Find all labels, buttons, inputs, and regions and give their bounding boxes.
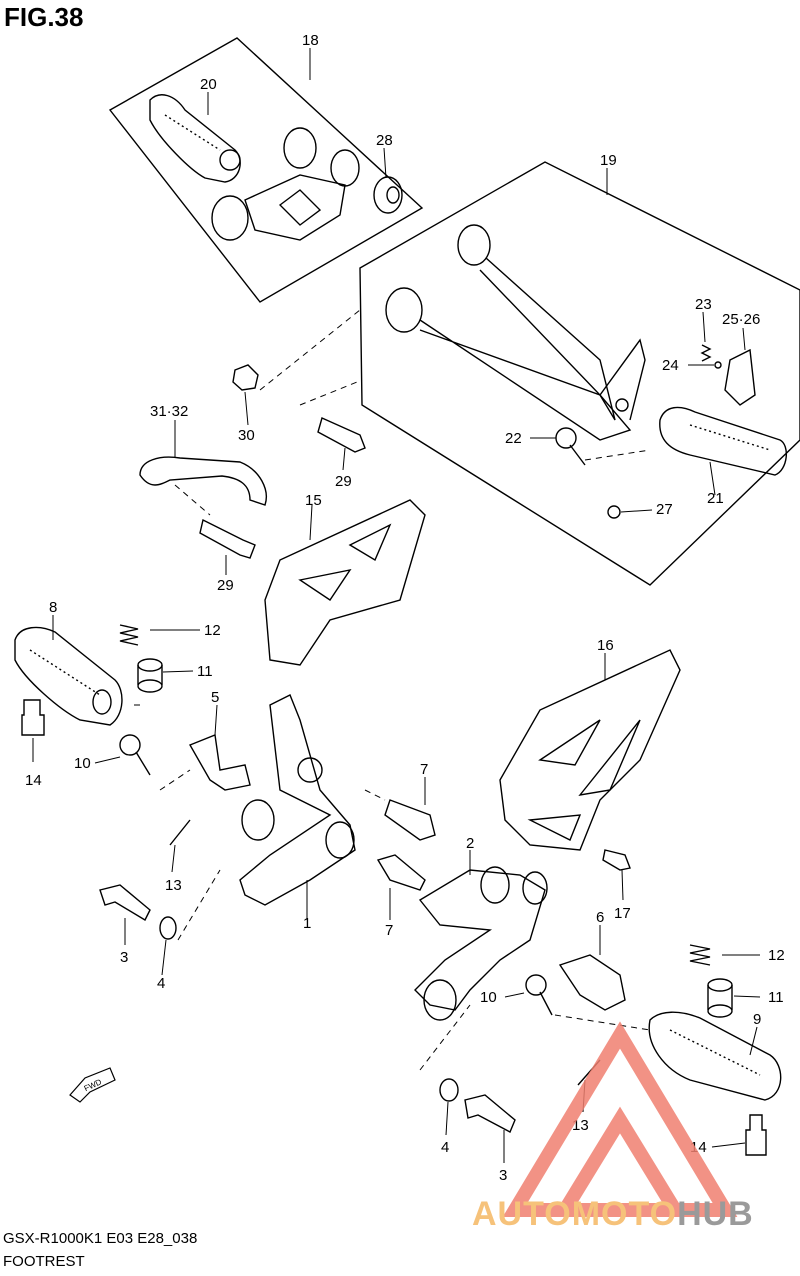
watermark-text-part1: AUTOMOTO	[472, 1195, 678, 1233]
part-30-nut	[232, 364, 259, 391]
part-11-collar-a	[137, 658, 163, 693]
callout-7-b: 7	[385, 922, 393, 939]
part-12-spring-a	[119, 624, 139, 646]
part-28-collar	[373, 176, 403, 214]
callout-8: 8	[49, 599, 57, 616]
part-3-bolt-a	[99, 884, 151, 921]
callout-3-a: 3	[120, 949, 128, 966]
callout-13-a: 13	[165, 877, 182, 894]
part-10-pin-b	[525, 974, 553, 1016]
callout-12-b: 12	[768, 947, 785, 964]
callout-labels: 18 20 28 19 23 25·26 24 22 21 27 30 29 3…	[25, 32, 785, 1184]
callout-22: 22	[505, 430, 522, 447]
part-7-bolt-a	[384, 799, 436, 841]
part-16-heel-guard	[499, 649, 681, 851]
model-code: GSX-R1000K1 E03 E28_038	[3, 1230, 198, 1247]
part-17-screw	[602, 849, 631, 871]
part-12-spring-b	[689, 944, 711, 966]
callout-15: 15	[305, 492, 322, 509]
callout-11-b: 11	[768, 989, 784, 1006]
assembly-box-18	[108, 37, 424, 303]
part-22-pin	[555, 427, 586, 466]
part-6-shaft	[558, 954, 626, 1011]
callout-20: 20	[200, 76, 217, 93]
part-9-footpeg	[648, 1011, 782, 1101]
section-title: FOOTREST	[3, 1253, 85, 1270]
callout-19: 19	[600, 152, 617, 169]
callout-25-26: 25·26	[722, 311, 760, 328]
callout-29-b: 29	[217, 577, 234, 594]
callout-11-a: 11	[197, 663, 213, 680]
figure-title: FIG.38	[4, 2, 84, 32]
watermark-logo	[502, 1021, 738, 1217]
callout-18: 18	[302, 32, 319, 49]
part-5-shaft	[188, 734, 251, 791]
callout-2: 2	[466, 835, 474, 852]
part-29-bolt-a	[317, 417, 366, 453]
watermark-text-part2: HUB	[677, 1195, 754, 1233]
callout-5: 5	[211, 689, 219, 706]
part-18-bracket	[211, 127, 360, 241]
part-19-bracket	[385, 224, 646, 441]
part-4-washer-b	[439, 1078, 459, 1102]
part-13-pin-a	[169, 819, 191, 846]
part-14-nut-b	[745, 1114, 767, 1156]
callout-12-a: 12	[204, 622, 221, 639]
callout-29-a: 29	[335, 473, 352, 490]
fwd-arrow	[69, 1067, 116, 1103]
part-4-washer-a	[159, 916, 177, 940]
part-11-collar-b	[707, 978, 733, 1018]
callout-28: 28	[376, 132, 393, 149]
part-21-footpeg	[659, 406, 787, 476]
part-24-ball	[714, 361, 722, 369]
callout-21: 21	[707, 490, 724, 507]
callout-23: 23	[695, 296, 712, 313]
callout-7-a: 7	[420, 761, 428, 778]
part-20-footpeg	[149, 94, 241, 183]
callout-10-a: 10	[74, 755, 91, 772]
part-29-bolt-b	[199, 518, 256, 559]
part-25-plate	[724, 348, 756, 406]
callout-27: 27	[656, 501, 673, 518]
callout-3-b: 3	[499, 1167, 507, 1184]
part-14-nut-a	[21, 699, 45, 736]
watermark-text: AUTOMOTOHUB	[472, 1195, 754, 1234]
callout-31-32: 31·32	[150, 403, 188, 420]
part-3-bolt-b	[464, 1094, 516, 1133]
callout-4-b: 4	[441, 1139, 449, 1156]
callout-4-a: 4	[157, 975, 165, 992]
callout-14-a: 14	[25, 772, 42, 789]
callout-10-b: 10	[480, 989, 497, 1006]
callout-6: 6	[596, 909, 604, 926]
assembly-box-19	[359, 161, 800, 586]
part-23-spring	[700, 344, 712, 362]
callout-24: 24	[662, 357, 679, 374]
part-2-bracket	[414, 866, 548, 1021]
part-1-bracket	[239, 694, 356, 906]
callout-9: 9	[753, 1011, 761, 1028]
callout-17: 17	[614, 905, 631, 922]
part-15-heel-guard	[264, 499, 426, 666]
callout-1: 1	[303, 915, 311, 932]
part-8-footpeg	[14, 626, 123, 726]
callout-30: 30	[238, 427, 255, 444]
part-27-clip	[607, 505, 621, 519]
part-31-bracket	[139, 456, 267, 506]
callout-16: 16	[597, 637, 614, 654]
part-10-pin-a	[119, 734, 151, 776]
part-7-bolt-b	[376, 854, 426, 891]
